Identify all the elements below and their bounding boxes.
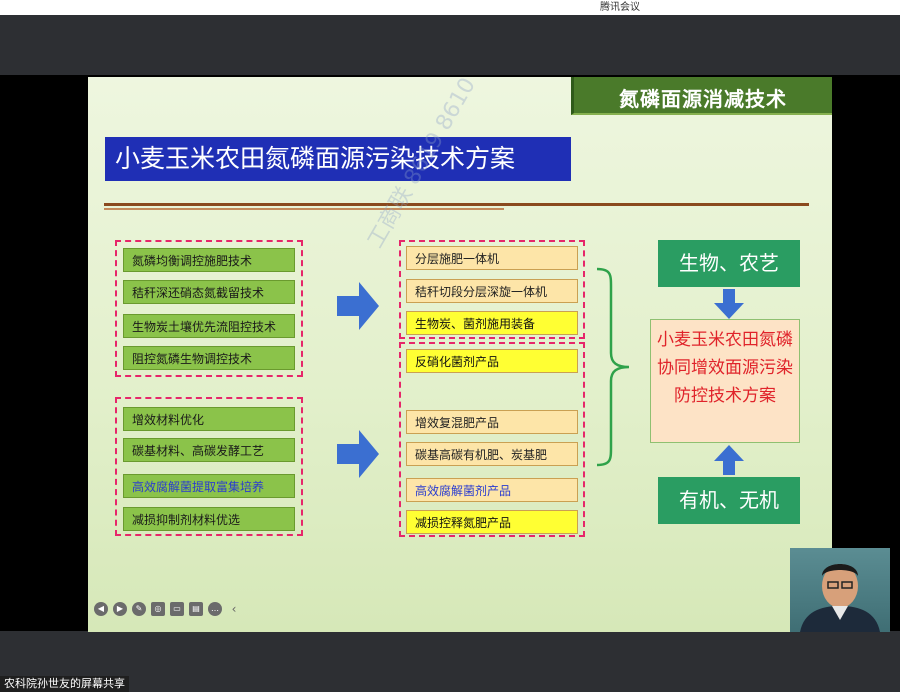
mid-item: 生物炭、菌剂施用装备	[406, 311, 578, 335]
left-group-2: 增效材料优化 碳基材料、高碳发酵工艺 高效腐解菌提取富集培养 减损抑制剂材料优选	[115, 397, 303, 536]
screen-icon[interactable]: ▭	[170, 602, 184, 616]
corner-title-band: 氮磷面源消减技术	[571, 77, 832, 115]
left-item: 碳基材料、高碳发酵工艺	[123, 438, 295, 462]
play-icon[interactable]: ▶	[113, 602, 127, 616]
screen-share-label: 农科院孙世友的屏幕共享	[0, 676, 129, 692]
left-item: 秸秆深还硝态氮截留技术	[123, 280, 295, 304]
prev-icon[interactable]: ◀	[94, 602, 108, 616]
more-icon[interactable]: …	[208, 602, 222, 616]
slide-main-title: 小麦玉米农田氮磷面源污染技术方案	[105, 137, 571, 181]
pen-icon[interactable]: ✎	[132, 602, 146, 616]
corner-title: 氮磷面源消减技术	[619, 87, 787, 111]
camera-icon[interactable]: ◎	[151, 602, 165, 616]
mid-item: 减损控释氮肥产品	[406, 510, 578, 534]
mid-item: 分层施肥一体机	[406, 246, 578, 270]
window-titlebar: 腾讯会议	[0, 0, 900, 15]
mid-item: 秸秆切段分层深旋一体机	[406, 279, 578, 303]
left-item: 高效腐解菌提取富集培养	[123, 474, 295, 498]
right-arrow-icon	[337, 430, 379, 478]
mid-item: 反硝化菌剂产品	[406, 349, 578, 373]
left-item: 减损抑制剂材料优选	[123, 507, 295, 531]
right-top-box: 生物、农艺	[658, 240, 800, 287]
center-line: 小麦玉米农田氮磷	[657, 330, 793, 350]
collapse-icon[interactable]: ‹	[231, 602, 237, 616]
center-line: 防控技术方案	[674, 386, 776, 406]
mid-group-1: 分层施肥一体机 秸秆切段分层深旋一体机 生物炭、菌剂施用装备	[399, 240, 585, 339]
meeting-topbar	[0, 15, 900, 75]
right-center-box: 小麦玉米农田氮磷 协同增效面源污染 防控技术方案	[650, 319, 800, 443]
down-arrow-icon	[714, 289, 744, 319]
left-item: 生物炭土壤优先流阻控技术	[123, 314, 295, 338]
title-divider-accent	[104, 208, 504, 210]
left-item: 氮磷均衡调控施肥技术	[123, 248, 295, 272]
left-item: 增效材料优化	[123, 407, 295, 431]
presentation-slide: 氮磷面源消减技术 小麦玉米农田氮磷面源污染技术方案 工商联 8619 8610 …	[88, 77, 832, 632]
left-item: 阻控氮磷生物调控技术	[123, 346, 295, 370]
mid-item: 增效复混肥产品	[406, 410, 578, 434]
left-group-1: 氮磷均衡调控施肥技术 秸秆深还硝态氮截留技术 生物炭土壤优先流阻控技术 阻控氮磷…	[115, 240, 303, 377]
center-line: 协同增效面源污染	[657, 358, 793, 378]
right-bottom-box: 有机、无机	[658, 477, 800, 524]
mid-item: 碳基高碳有机肥、炭基肥	[406, 442, 578, 466]
title-divider	[104, 203, 809, 206]
window-title: 腾讯会议	[600, 2, 640, 13]
mid-item: 高效腐解菌剂产品	[406, 478, 578, 502]
up-arrow-icon	[714, 445, 744, 475]
participant-avatar	[800, 564, 880, 632]
webcam-video[interactable]	[790, 548, 890, 632]
presentation-toolbar: ◀ ▶ ✎ ◎ ▭ ▤ … ‹	[94, 599, 241, 619]
mid-group-2: 反硝化菌剂产品 增效复混肥产品 碳基高碳有机肥、炭基肥 高效腐解菌剂产品 减损控…	[399, 342, 585, 537]
meeting-bottombar	[0, 631, 900, 691]
right-brace-icon	[596, 267, 630, 467]
right-arrow-icon	[337, 282, 379, 330]
comment-icon[interactable]: ▤	[189, 602, 203, 616]
